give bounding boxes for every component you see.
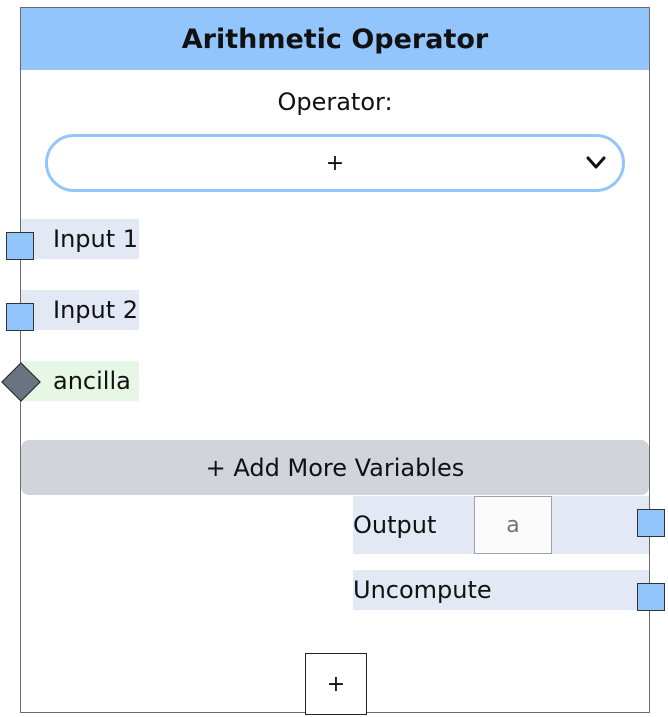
input-2-label: Input 2: [53, 296, 139, 324]
output-label: Output: [353, 511, 437, 539]
input-1-port[interactable]: [6, 232, 34, 260]
ancilla-label: ancilla: [53, 367, 131, 395]
input-row-2: Input 2: [21, 290, 139, 330]
output-name-input[interactable]: [474, 496, 552, 554]
uncompute-row: Uncompute: [353, 570, 649, 610]
operator-select[interactable]: +: [45, 134, 625, 192]
input-2-port[interactable]: [6, 303, 34, 331]
uncompute-port[interactable]: [637, 583, 665, 611]
add-button[interactable]: +: [305, 653, 367, 715]
input-1-label: Input 1: [53, 225, 139, 253]
output-port[interactable]: [637, 509, 665, 537]
input-row-1: Input 1: [21, 219, 139, 259]
add-more-variables-button[interactable]: + Add More Variables: [21, 440, 649, 495]
uncompute-label: Uncompute: [353, 576, 492, 604]
operator-label: Operator:: [277, 88, 393, 116]
operator-select-value: +: [325, 150, 345, 176]
arithmetic-operator-node[interactable]: Arithmetic Operator Operator: + Input 1 …: [20, 7, 650, 715]
chevron-down-icon: [586, 156, 606, 169]
ancilla-row: ancilla: [21, 361, 139, 401]
node-title: Arithmetic Operator: [21, 8, 649, 70]
